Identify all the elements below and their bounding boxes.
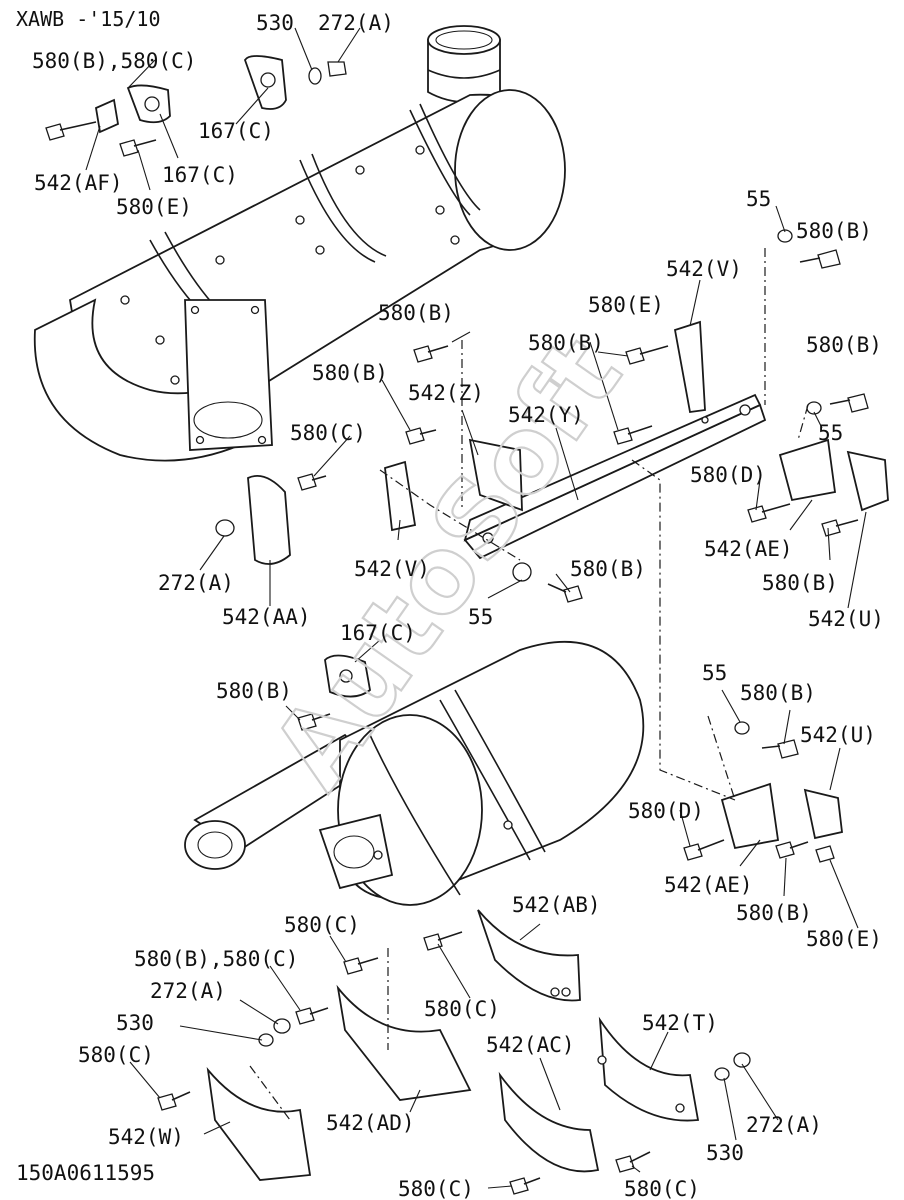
callout-label: 580(C): [424, 997, 500, 1021]
callout-label: 580(B): [796, 219, 872, 243]
bottom-bands: [157, 909, 751, 1195]
callout-label: 55: [818, 421, 843, 445]
callout-label: 580(D): [628, 799, 704, 823]
callout-label: 542(Z): [408, 381, 484, 405]
callout-label: 272(A): [158, 571, 234, 595]
callout-label: 542(AF): [34, 171, 123, 195]
diagram-header: XAWB -'15/10: [16, 7, 161, 31]
callout-label: 55: [468, 605, 493, 629]
callout-label: 580(B),580(C): [32, 49, 196, 73]
callout-label: 542(AD): [326, 1111, 415, 1135]
callout-label: 580(B): [378, 301, 454, 325]
callout-label: 580(B),580(C): [134, 947, 298, 971]
callout-label: 580(C): [284, 913, 360, 937]
callout-label: 580(C): [398, 1177, 474, 1200]
callout-label: 542(AC): [486, 1033, 575, 1057]
callout-label: 272(A): [318, 11, 394, 35]
leader-lines: [85, 27, 867, 1189]
callout-label: 580(E): [116, 195, 192, 219]
callout-label: 55: [746, 187, 771, 211]
callout-label: 580(E): [588, 293, 664, 317]
callout-label: 542(U): [808, 607, 884, 631]
upper-right-bolts: [215, 229, 869, 603]
callout-label: 580(B): [806, 333, 882, 357]
callout-label: 542(U): [800, 723, 876, 747]
center-lines: [249, 248, 809, 1121]
lower-dpd-assembly: [184, 641, 645, 906]
callout-label: 580(B): [570, 557, 646, 581]
callout-label: 542(Y): [508, 403, 584, 427]
callout-label: 542(AB): [512, 893, 601, 917]
callout-label: 580(B): [528, 331, 604, 355]
callout-label: 580(B): [740, 681, 816, 705]
callout-label: 542(AA): [222, 605, 311, 629]
callout-label: 542(AE): [704, 537, 793, 561]
callout-label: 580(B): [736, 901, 812, 925]
callout-label: 580(C): [78, 1043, 154, 1067]
top-left-hardware: [45, 55, 347, 157]
callout-label: 580(E): [806, 927, 882, 951]
callout-label: 580(D): [690, 463, 766, 487]
callout-label: 580(C): [290, 421, 366, 445]
callout-label: 542(W): [108, 1125, 184, 1149]
callout-label: 167(C): [340, 621, 416, 645]
callout-label: 55: [702, 661, 727, 685]
callout-label: 580(C): [624, 1177, 700, 1200]
callout-label: 167(C): [198, 119, 274, 143]
callout-label: 272(A): [150, 979, 226, 1003]
callout-label: 272(A): [746, 1113, 822, 1137]
upper-muffler-assembly: [33, 25, 566, 462]
callout-label: 542(T): [642, 1011, 718, 1035]
callout-label: 580(B): [312, 361, 388, 385]
callout-label: 580(B): [762, 571, 838, 595]
callout-label: 542(AE): [664, 873, 753, 897]
callout-label: 530: [706, 1141, 744, 1165]
callout-label: 530: [256, 11, 294, 35]
callout-label: 542(V): [666, 257, 742, 281]
callout-label: 542(V): [354, 557, 430, 581]
callout-label: 167(C): [162, 163, 238, 187]
callout-label: 530: [116, 1011, 154, 1035]
support-bracket-arm: [384, 320, 889, 582]
diagram-code: 150A0611595: [16, 1161, 155, 1185]
lower-right-brackets: [683, 721, 843, 863]
callout-label: 580(B): [216, 679, 292, 703]
